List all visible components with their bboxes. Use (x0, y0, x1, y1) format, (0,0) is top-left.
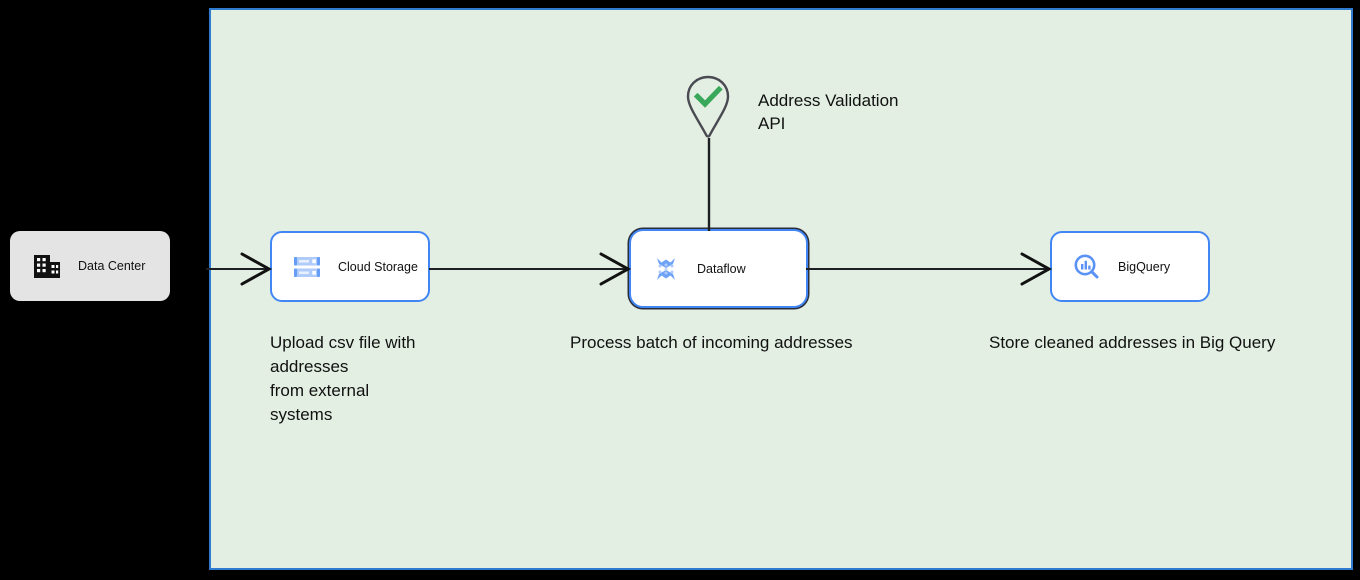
node-bigquery[interactable]: BigQuery (1050, 231, 1210, 302)
node-label-address-validation-api: Address Validation API (758, 91, 899, 133)
connector-cloud-storage-to-dataflow[interactable] (429, 248, 634, 290)
node-label-data-center: Data Center (78, 259, 146, 273)
dataflow-icon (651, 254, 681, 284)
node-cloud-storage[interactable]: Cloud Storage (270, 231, 430, 302)
caption-process-batch: Process batch of incoming addresses (570, 333, 853, 352)
connector-dataflow-to-bigquery[interactable] (806, 248, 1054, 290)
cloud-storage-icon (292, 252, 322, 282)
building-icon (32, 251, 62, 281)
caption-store-addresses: Store cleaned addresses in Big Query (989, 333, 1276, 352)
node-label-bigquery: BigQuery (1118, 259, 1171, 274)
node-label-dataflow: Dataflow (697, 261, 746, 276)
node-label-cloud-storage: Cloud Storage (338, 259, 418, 274)
node-dataflow[interactable]: Dataflow (629, 229, 808, 308)
connector-address-api-to-dataflow[interactable] (704, 138, 716, 233)
location-pin-check-icon (684, 74, 732, 140)
connector-data-center-to-cloud-storage[interactable] (206, 248, 276, 290)
bigquery-icon (1072, 252, 1102, 282)
caption-upload-csv: Upload csv file with addresses from exte… (270, 333, 416, 424)
node-address-validation-api[interactable]: Address Validation API (684, 74, 899, 140)
node-data-center[interactable]: Data Center (10, 231, 170, 301)
